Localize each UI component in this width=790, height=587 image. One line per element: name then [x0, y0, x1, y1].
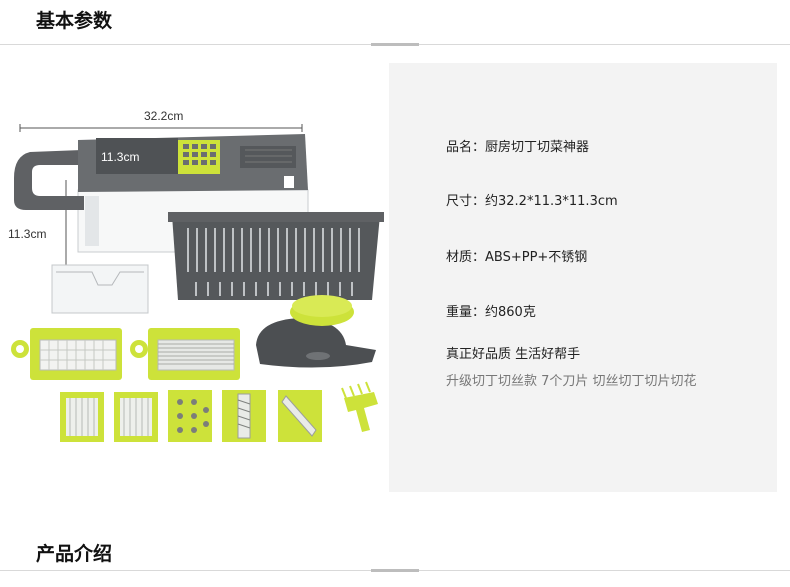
- footer-divider-mark: [371, 569, 419, 572]
- blade-insert-3: [168, 390, 212, 442]
- lid: 11.3cm: [78, 134, 308, 192]
- blade-insert-5: [278, 390, 322, 442]
- spec-weight: 重量：约860克: [446, 305, 536, 320]
- product-illustration: 32.2cm 11.3cm 11.3cm: [8, 109, 384, 442]
- dicing-blade-large: [11, 328, 122, 380]
- spec-panel: [389, 63, 777, 492]
- spec-slogan: 真正好品质 生活好帮手: [446, 347, 581, 362]
- length-label: 32.2cm: [144, 109, 183, 123]
- spec-features: 升级切丁切丝款 7个刀片 切丝切丁切片切花: [446, 374, 697, 389]
- hand-guard: [256, 295, 376, 368]
- width-label: 11.3cm: [101, 150, 139, 164]
- julienne-blade-large: [130, 328, 240, 380]
- blade-insert-2: [114, 392, 158, 442]
- handle: [14, 150, 84, 210]
- draining-basket: [168, 212, 384, 300]
- spec-size: 尺寸：约32.2*11.3*11.3cm: [446, 194, 618, 209]
- spec-product-name: 品名：厨房切丁切菜神器: [446, 140, 590, 155]
- blade-insert-4: [222, 390, 266, 442]
- blade-insert-1: [60, 392, 104, 442]
- section-title-product-intro: 产品介绍: [36, 543, 113, 565]
- height-label: 11.3cm: [8, 227, 46, 241]
- section-title-basic-params: 基本参数: [36, 10, 113, 32]
- small-tray: [51, 264, 149, 314]
- spec-material: 材质：ABS+PP+不锈钢: [446, 250, 588, 265]
- header-divider-mark: [371, 43, 419, 46]
- cleaning-fork: [341, 381, 378, 432]
- length-dimension: 32.2cm: [19, 109, 303, 132]
